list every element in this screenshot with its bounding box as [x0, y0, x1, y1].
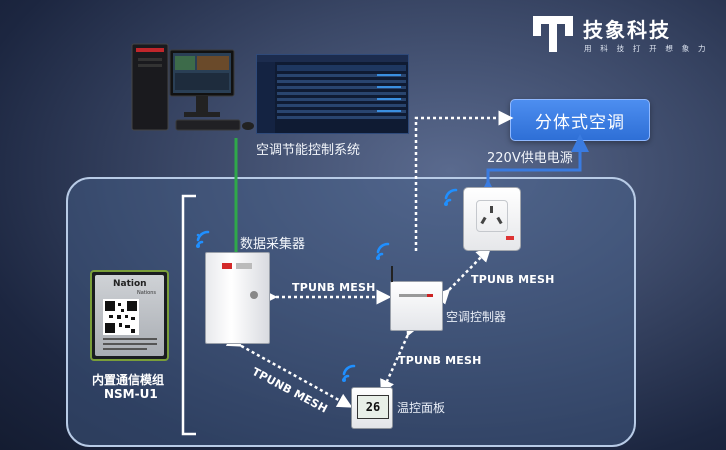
module-bracket: [181, 194, 196, 436]
data-collector-label: 数据采集器: [240, 237, 306, 252]
ac-controller-device: [390, 266, 443, 331]
module-model: NSM-U1: [104, 387, 158, 401]
mesh-label: TPUNB MESH: [398, 354, 482, 367]
mesh-label: TPUNB MESH: [471, 273, 555, 286]
module-brand: Nation: [113, 279, 147, 289]
collector-knob: [250, 291, 258, 299]
power-link: [479, 134, 589, 197]
mesh-link-controller-socket: [434, 246, 492, 305]
controller-stripe: [399, 294, 433, 297]
thermostat-temperature: 26: [365, 400, 381, 414]
wifi-icon: [376, 242, 390, 260]
module-text-line: [103, 338, 157, 340]
mesh-link-controller-panel: [380, 320, 420, 395]
module-text-line: [103, 348, 147, 350]
desktop-computer: [130, 40, 262, 140]
module-brand-sub: Nations: [137, 290, 156, 296]
brand-logo: 技象科技 用 科 技 打 开 想 象 力: [531, 10, 721, 62]
collector-indicator: [236, 263, 252, 269]
mesh-label: TPUNB MESH: [292, 281, 376, 294]
temp-panel-label: 温控面板: [397, 401, 446, 415]
module-shield: Nation Nations: [95, 275, 164, 356]
brand-slogan: 用 科 技 打 开 想 象 力: [584, 44, 709, 53]
socket-face: [476, 200, 508, 232]
brand-name: 技象科技: [583, 18, 671, 42]
collector-indicator: [222, 263, 232, 269]
ac-controller-label: 空调控制器: [446, 310, 507, 324]
antenna: [391, 266, 393, 282]
module-text-line: [103, 343, 157, 345]
energy-system-label: 空调节能控制系统: [256, 143, 361, 158]
smart-socket-device: [463, 187, 521, 251]
thermostat-display: 26: [357, 395, 389, 419]
data-collector-device: [205, 252, 270, 344]
wifi-icon: [342, 364, 356, 382]
qr-code-icon: [103, 299, 139, 335]
communication-module: Nation Nations: [90, 270, 169, 361]
software-screenshot: [256, 54, 409, 134]
thermostat-device: 26: [351, 387, 393, 429]
socket-logo: [506, 236, 514, 240]
module-title: 内置通信模组: [92, 373, 165, 387]
wifi-icon: [196, 230, 210, 248]
wifi-icon: [444, 188, 458, 206]
controller-indicator: [427, 294, 433, 297]
brand-logo-icon: [533, 16, 573, 52]
dotted-link-system-ac: [414, 110, 514, 251]
mesh-link-collector-panel: [225, 332, 353, 408]
